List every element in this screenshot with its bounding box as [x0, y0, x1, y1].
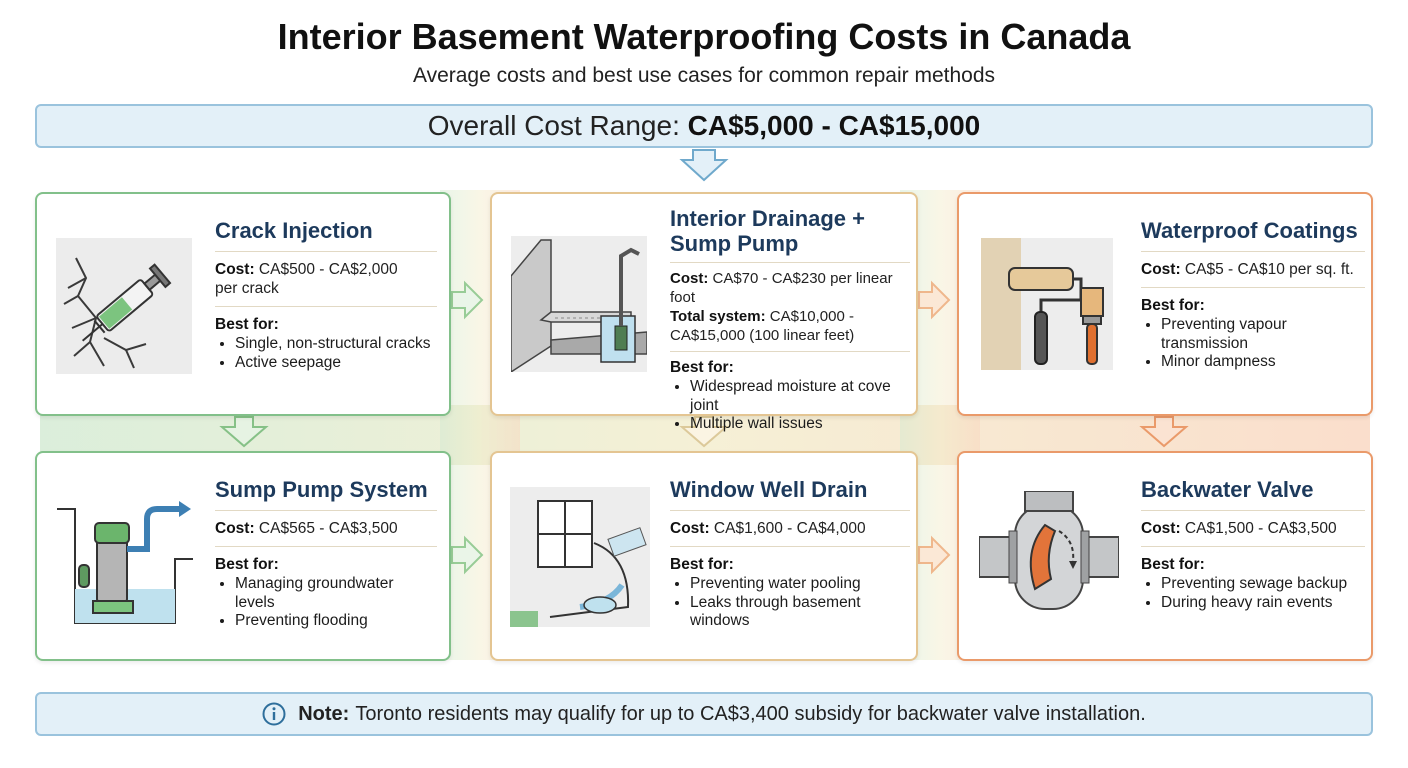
syringe-crack-icon [56, 238, 192, 374]
best-for-label: Best for: [1141, 556, 1205, 573]
drainage-pipe-icon [511, 236, 647, 372]
arrow-right-icon [451, 535, 484, 575]
card-title: Waterproof Coatings [1141, 218, 1358, 243]
card-waterproof-coatings: Waterproof Coatings Cost: CA$5 - CA$10 p… [957, 192, 1373, 416]
card-title: Sump Pump System [215, 477, 428, 502]
card-window-well-drain: Window Well Drain Cost: CA$1,600 - CA$4,… [490, 451, 918, 661]
list-item: During heavy rain events [1161, 594, 1365, 613]
best-for-list: Single, non-structural cracks Active see… [215, 335, 437, 372]
card-title: Backwater Valve [1141, 477, 1314, 502]
arrow-right-icon [451, 280, 484, 320]
best-for-label: Best for: [215, 316, 279, 333]
arrow-right-icon [918, 280, 951, 320]
card-title: Window Well Drain [670, 477, 868, 502]
arrow-down-icon [679, 416, 729, 448]
list-item: Single, non-structural cracks [235, 335, 437, 354]
info-icon [262, 702, 286, 726]
card-title: Interior Drainage +Sump Pump [670, 206, 866, 256]
note-label: Note: [298, 702, 350, 725]
list-item: Preventing sewage backup [1161, 575, 1365, 594]
arrow-right-icon [918, 535, 951, 575]
overall-cost-banner: Overall Cost Range: CA$5,000 - CA$15,000 [35, 104, 1373, 148]
window-well-icon [510, 487, 650, 627]
best-for-list: Preventing water pooling Leaks through b… [670, 575, 910, 631]
backwater-valve-icon [979, 491, 1119, 610]
card-backwater-valve: Backwater Valve Cost: CA$1,500 - CA$3,50… [957, 451, 1373, 661]
list-item: Minor dampness [1161, 353, 1365, 372]
list-item: Active seepage [235, 354, 437, 373]
arrow-down-icon [219, 416, 269, 448]
card-interior-drainage: Interior Drainage +Sump Pump Cost: CA$70… [490, 192, 918, 432]
arrow-down-icon [679, 149, 729, 182]
sump-pump-icon [57, 501, 193, 624]
card-sump-pump-system: Sump Pump System Cost: CA$565 - CA$3,500… [35, 451, 451, 661]
card-title: Crack Injection [215, 218, 373, 243]
note-banner: Note: Toronto residents may qualify for … [35, 692, 1373, 736]
cost-text: Cost: CA$1,600 - CA$4,000 [670, 520, 866, 537]
best-for-list: Preventing sewage backup During heavy ra… [1141, 575, 1365, 612]
best-for-label: Best for: [1141, 297, 1205, 314]
cost-text: Cost: CA$5 - CA$10 per sq. ft. [1141, 261, 1354, 278]
paint-roller-brush-icon [981, 238, 1113, 370]
list-item: Preventing flooding [235, 612, 437, 631]
page-subtitle: Average costs and best use cases for com… [412, 64, 996, 87]
overall-cost-label: Overall Cost Range: [427, 110, 680, 141]
overall-cost-value: CA$5,000 - CA$15,000 [687, 110, 981, 141]
arrow-down-icon [1139, 416, 1189, 448]
cost-text: Cost: CA$1,500 - CA$3,500 [1141, 520, 1337, 537]
list-item: Multiple wall issues [690, 415, 910, 434]
cost-text: Cost: CA$565 - CA$3,500 [215, 520, 398, 537]
best-for-label: Best for: [670, 359, 734, 376]
note-text: Toronto residents may qualify for up to … [355, 702, 1146, 725]
page-title: Interior Basement Waterproofing Costs in… [277, 16, 1131, 57]
best-for-label: Best for: [670, 556, 734, 573]
list-item: Preventing water pooling [690, 575, 910, 594]
best-for-label: Best for: [215, 556, 279, 573]
